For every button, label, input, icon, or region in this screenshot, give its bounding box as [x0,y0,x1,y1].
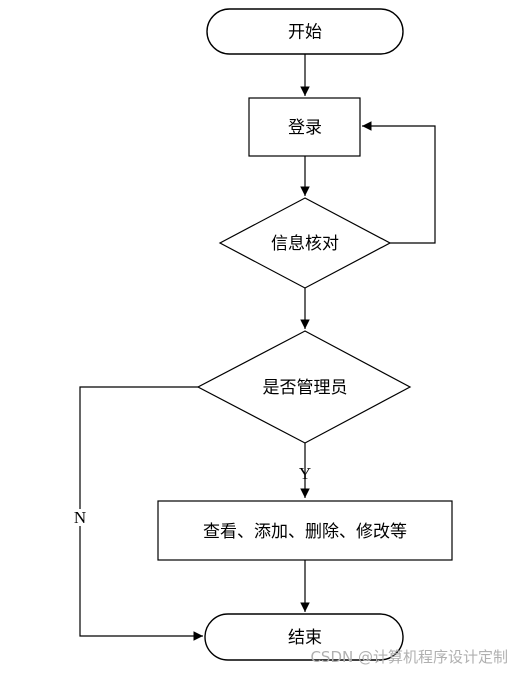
actions-node: 查看、添加、删除、修改等 [157,500,453,561]
login-node: 登录 [248,97,361,157]
is-admin-label: 是否管理员 [263,378,348,398]
login-process-shape [248,97,361,157]
start-node: 开始 [206,8,404,55]
verify-label: 信息核对 [271,234,339,254]
end-terminator-shape [204,613,404,661]
actions-label: 查看、添加、删除、修改等 [203,522,407,542]
yes-label: Y [299,464,311,483]
end-node: 结束 [204,613,404,661]
no-label: N [74,508,86,527]
watermark: CSDN @计算机程序设计定制 [310,648,508,666]
edge-admin-no [79,386,203,641]
verify-node: 信息核对 [218,197,392,289]
is-admin-node: 是否管理员 [196,330,412,444]
edge-verify-loop-to-login [362,121,436,244]
login-label: 登录 [288,118,322,138]
start-label: 开始 [288,23,322,43]
end-label: 结束 [288,628,322,648]
